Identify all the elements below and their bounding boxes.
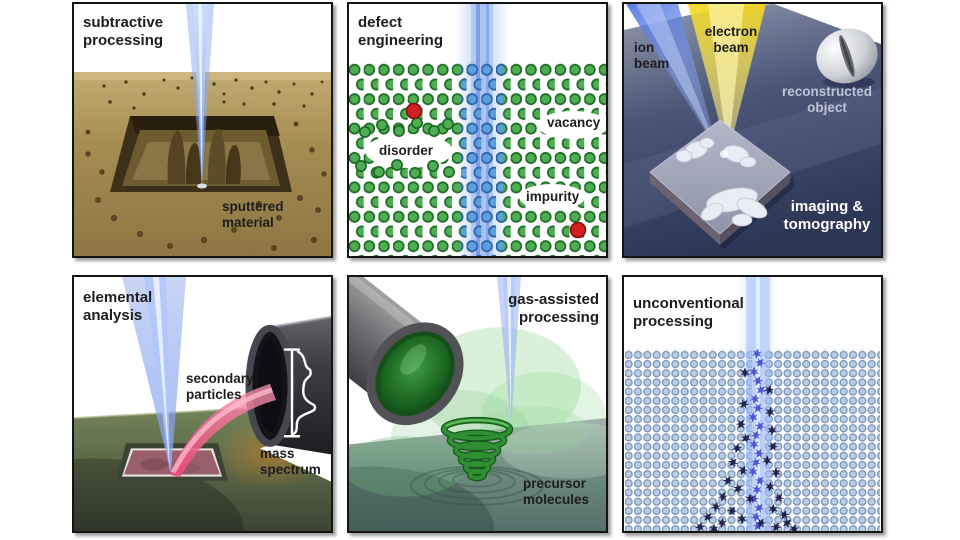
panel-title: unconventional processing xyxy=(633,295,744,330)
pit-pillars xyxy=(167,128,241,184)
reconstructed-object-graphic xyxy=(816,28,878,88)
unconventional-scene xyxy=(624,277,881,531)
precursor-molecules-label: precursor molecules xyxy=(523,476,590,507)
imaged-structures xyxy=(675,137,768,227)
ion-beam-graphic xyxy=(186,4,214,189)
panel-title: subtractive processing xyxy=(83,14,164,49)
ion-beam-graphic xyxy=(626,4,719,153)
gas-nozzle xyxy=(349,277,464,426)
panel-subtractive-processing: subtractive processing sputtered materia… xyxy=(72,2,333,258)
mass-spectrum-graphic xyxy=(283,348,317,438)
disorder-label: disorder xyxy=(379,143,434,158)
tomography-scene xyxy=(624,4,881,256)
vacancy-label: vacancy xyxy=(547,115,601,130)
electron-beam-label: electron beam xyxy=(704,24,758,55)
electron-beam-graphic xyxy=(688,4,766,155)
sputtered-material-label: sputtered material xyxy=(222,199,284,230)
panel-elemental-analysis: elemental analysis secondary particles m… xyxy=(72,275,333,533)
secondary-particle-stream xyxy=(170,383,276,478)
lattice-clearings xyxy=(365,111,606,210)
panel-title: elemental analysis xyxy=(83,289,153,324)
analysis-scene xyxy=(74,277,331,531)
panel-imaging-tomography: ion beam electron beam reconstructed obj… xyxy=(622,2,883,258)
ion-beam-label: ion beam xyxy=(634,40,670,71)
analysis-pit xyxy=(116,443,228,481)
panel-unconventional: unconventional processing xyxy=(622,275,883,533)
defect-scene xyxy=(349,4,606,256)
panel-title: imaging & tomography xyxy=(783,198,871,233)
mass-spectrum-label: mass spectrum xyxy=(260,446,321,477)
ion-beam-graphic xyxy=(122,277,186,473)
gas-scene xyxy=(349,277,606,531)
reconstructed-object-label: reconstructed object xyxy=(781,84,873,115)
panel-defect-engineering: defect engineering disorder vacancy impu… xyxy=(347,2,608,258)
panel-title: defect engineering xyxy=(358,14,444,49)
deposited-spiral xyxy=(440,416,514,482)
impurity-atoms xyxy=(405,102,587,239)
surface-debris xyxy=(85,121,327,251)
mass-detector xyxy=(245,315,331,455)
panel-title: gas-assisted processing xyxy=(508,291,599,326)
impurity-label: impurity xyxy=(526,189,580,204)
implanted-atoms xyxy=(461,62,503,256)
panel-gas-assisted: gas-assisted processing precursor molecu… xyxy=(347,275,608,533)
subtractive-scene xyxy=(74,4,331,256)
secondary-particles-label: secondary particles xyxy=(186,371,254,402)
sputtered-particles xyxy=(102,76,324,110)
ion-beam-graphic xyxy=(497,277,521,425)
